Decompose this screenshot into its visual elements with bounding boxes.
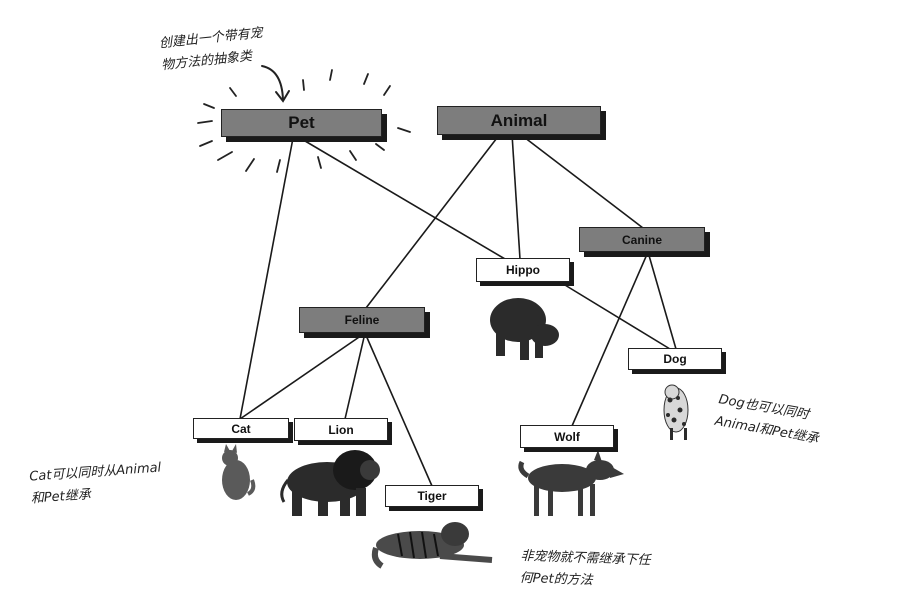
class-pet: Pet <box>221 109 382 137</box>
cat-note: Cat可以同时从Animal 和Pet继承 <box>29 457 164 510</box>
edge-feline-cat <box>239 332 366 420</box>
edge-pet-cat <box>239 137 294 420</box>
class-lion: Lion <box>294 418 388 441</box>
edge-animal-hippo <box>511 133 521 260</box>
class-wolf-label: Wolf <box>554 429 580 444</box>
edge-feline-lion <box>344 332 366 420</box>
edge-animal-canine <box>519 133 644 229</box>
animal-pictures <box>222 298 689 569</box>
pet-highlight-rays <box>197 69 411 173</box>
lion-image <box>280 450 380 516</box>
class-hippo-label: Hippo <box>506 263 540 277</box>
edge-animal-feline <box>365 133 501 309</box>
connector-lines <box>239 133 677 487</box>
class-canine-label: Canine <box>621 232 662 247</box>
edge-feline-tiger <box>364 332 433 487</box>
pet-note-arrow <box>261 65 290 103</box>
hippo-image <box>490 298 559 360</box>
cat-note-line-2: 和Pet继承 <box>30 487 92 507</box>
class-cat-label: Cat <box>231 421 251 436</box>
class-dog-label: Dog <box>663 352 687 366</box>
edge-canine-wolf <box>571 251 649 427</box>
tiger-note: 非宠物就不需继承下任 何Pet的方法 <box>519 546 650 595</box>
class-feline-label: Feline <box>344 313 380 327</box>
class-animal: Animal <box>437 106 601 135</box>
class-tiger: Tiger <box>385 485 479 507</box>
tiger-note-line-2: 何Pet的方法 <box>519 570 593 589</box>
class-feline: Feline <box>299 307 425 333</box>
class-cat: Cat <box>193 418 289 439</box>
class-pet-label: Pet <box>288 113 315 132</box>
dog-image <box>663 384 689 440</box>
class-lion-label: Lion <box>328 422 354 437</box>
edge-pet-dog <box>559 281 671 350</box>
cat-image <box>222 444 256 500</box>
class-dog: Dog <box>628 348 722 370</box>
edge-canine-dog <box>647 251 677 350</box>
wolf-image <box>518 450 624 516</box>
class-wolf: Wolf <box>520 425 614 448</box>
class-animal-label: Animal <box>490 110 548 130</box>
edge-pet-hippo <box>299 137 506 260</box>
class-hippo: Hippo <box>476 258 570 282</box>
class-tiger-label: Tiger <box>417 489 447 503</box>
class-canine: Canine <box>579 227 705 252</box>
tiger-note-line-1: 非宠物就不需继承下任 <box>520 548 651 569</box>
tiger-image <box>371 522 493 569</box>
